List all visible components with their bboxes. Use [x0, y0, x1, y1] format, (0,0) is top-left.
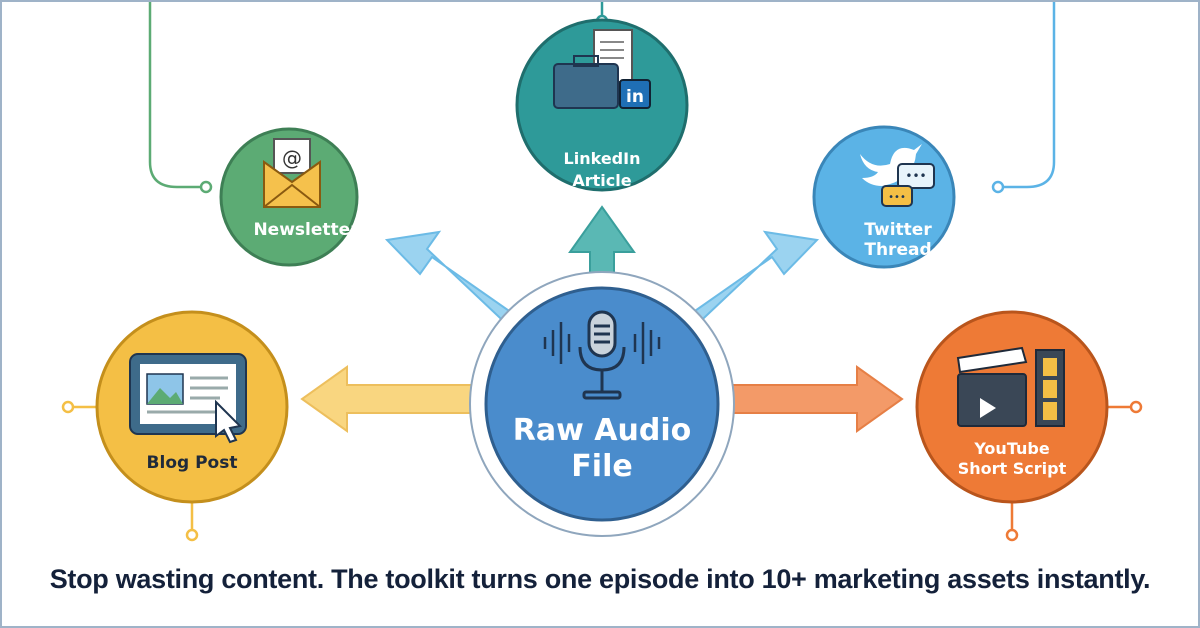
blog-label: Blog Post [147, 453, 238, 473]
linkedin-badge: in [626, 87, 644, 107]
node-linkedin: in LinkedIn Article [515, 18, 689, 192]
connector-twitter [1000, 2, 1056, 189]
node-youtube: YouTube Short Script [915, 310, 1109, 504]
caption: Stop wasting content. The toolkit turns … [49, 564, 1151, 594]
twitter-label-line2: Thread [864, 240, 931, 260]
clapperboard-film-icon [956, 346, 1065, 427]
node-blog: Blog Post [95, 310, 289, 504]
bird-chat-icon: ••• ••• [860, 144, 935, 207]
microphone-icon [543, 310, 661, 400]
arrow-to-twitter [680, 230, 820, 334]
arrow-to-newsletter [384, 230, 524, 334]
arrows [300, 205, 904, 433]
youtube-label-line1: YouTube [973, 439, 1050, 458]
arrow-to-blog [300, 365, 493, 433]
envelope-icon: @ [263, 138, 321, 208]
connector-newsletter [148, 2, 202, 189]
arrow-to-youtube [711, 365, 904, 433]
youtube-label-line2: Short Script [958, 459, 1067, 478]
center-label-line1: Raw Audio [513, 413, 691, 448]
node-twitter: ••• ••• Twitter Thread [812, 125, 956, 269]
svg-text:•••: ••• [888, 192, 906, 203]
svg-text:@: @ [282, 146, 302, 170]
browser-image-icon [129, 353, 247, 444]
newsletter-label: Newsletter [253, 220, 359, 240]
svg-text:•••: ••• [905, 169, 926, 183]
linkedin-label-line1: LinkedIn [564, 149, 641, 168]
briefcase-linkedin-icon: in [553, 29, 651, 109]
center-label-line2: File [571, 449, 632, 484]
connector-youtube [1010, 405, 1134, 532]
node-newsletter: @ Newsletter [219, 127, 359, 267]
linkedin-label-line2: Article [572, 171, 631, 190]
connector-blog [70, 405, 194, 532]
center-node: Raw Audio File [469, 271, 735, 537]
twitter-label-line1: Twitter [864, 220, 932, 240]
connectors [70, 2, 1134, 532]
